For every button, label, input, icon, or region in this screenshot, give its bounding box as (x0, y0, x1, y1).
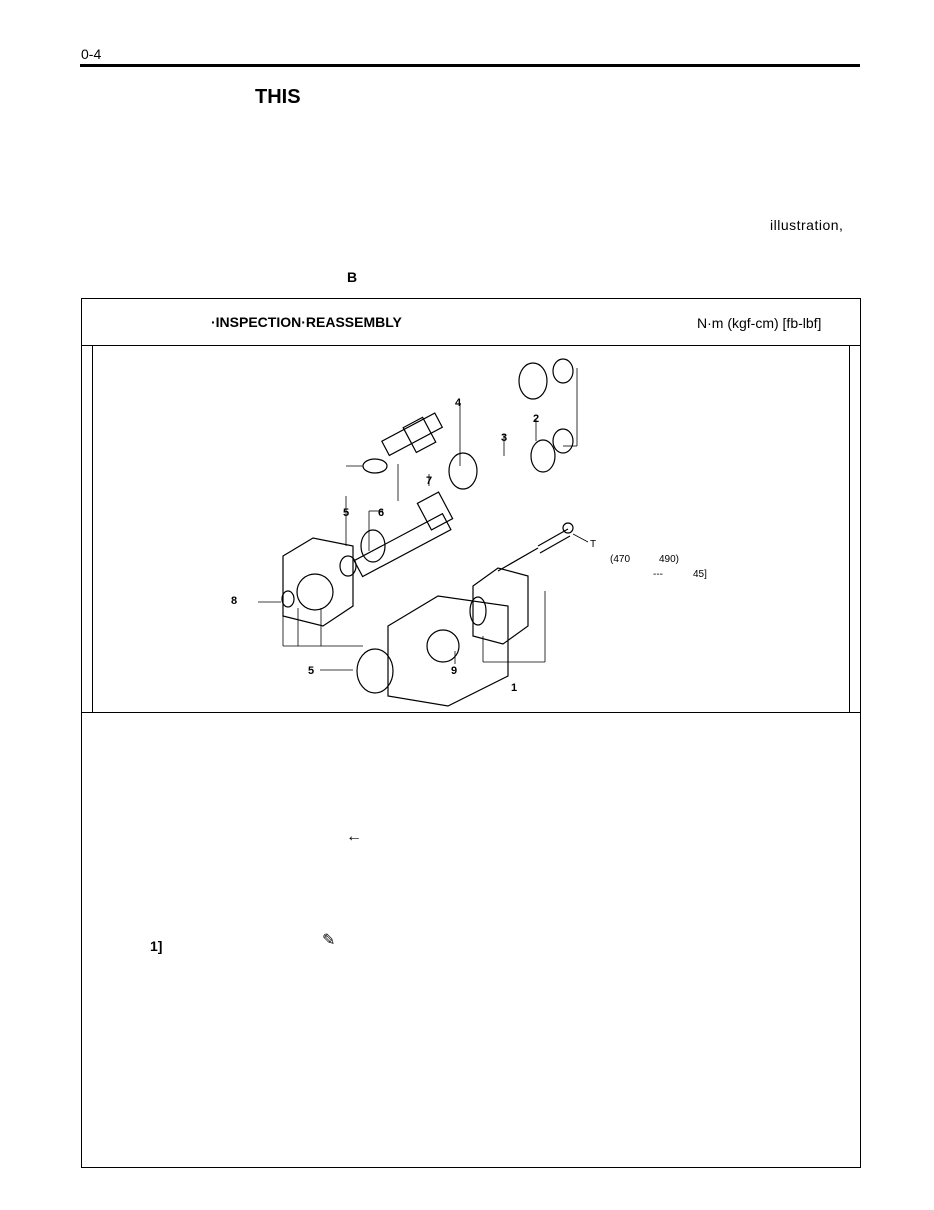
body (387, 595, 509, 707)
header-rule (80, 64, 860, 67)
torque-value-3: 45] (693, 569, 707, 580)
arrow-left-icon: ← (346, 828, 362, 845)
part-label-2: 2 (533, 413, 539, 425)
part-label-4: 4 (455, 397, 462, 409)
rear-cover (282, 537, 354, 627)
part-label-6: 6 (378, 507, 384, 519)
torque-value-2: 490) (659, 554, 679, 565)
label-b: B (347, 269, 358, 285)
torque-value-1: (470 (610, 554, 630, 565)
driven-gear (381, 412, 444, 457)
body-text-fragment: illustration, (770, 217, 844, 233)
section-title: ·INSPECTION·REASSEMBLY (211, 314, 402, 330)
torque-mark: T (590, 539, 596, 550)
bushing-set (360, 362, 556, 563)
bolt (497, 522, 574, 572)
torque-units: N·m (kgf-cm) [fb-lbf] (697, 315, 822, 331)
divider (81, 345, 860, 346)
part-label-7: 7 (426, 475, 432, 487)
divider (849, 345, 850, 712)
procedure-box (81, 298, 861, 1168)
page-number: 0-4 (81, 46, 102, 62)
exploded-view-diagram: 4 3 2 7 5 6 8 5 9 1 T (470 490) --- 45] (231, 358, 707, 707)
torque-dash: --- (653, 569, 663, 580)
page-title: THIS (255, 86, 301, 108)
divider (92, 345, 93, 712)
part-label-1: 1 (511, 682, 517, 694)
part-label-9: 9 (451, 665, 457, 677)
part-label-5: 5 (343, 507, 349, 519)
seal-rings (281, 358, 574, 694)
drive-gear (353, 491, 454, 578)
divider (81, 712, 860, 713)
part-label-5: 5 (308, 665, 314, 677)
part-label-3: 3 (501, 432, 507, 444)
pen-icon: ✎ (322, 932, 336, 949)
step-label: 1] (150, 938, 163, 954)
front-cover (472, 567, 529, 645)
part-label-8: 8 (231, 595, 237, 607)
leader-lines (258, 368, 589, 671)
